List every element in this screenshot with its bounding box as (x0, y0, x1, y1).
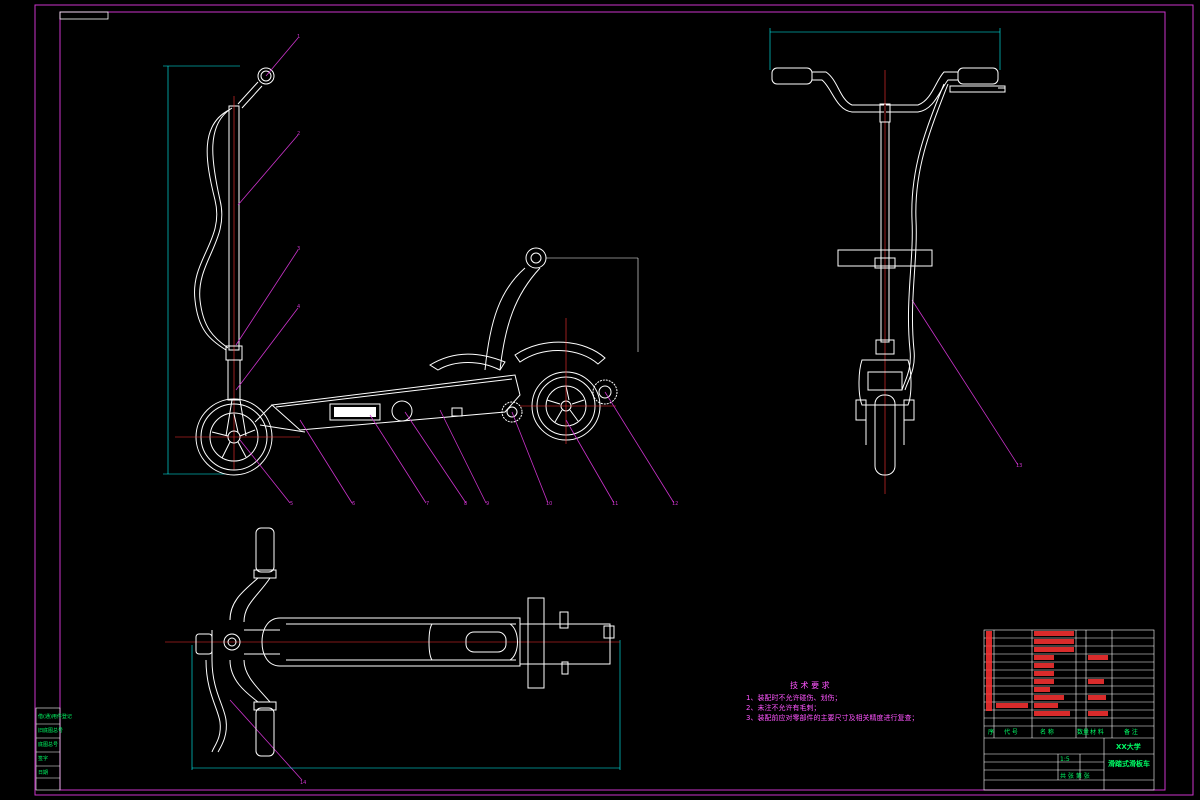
outer-frame (34, 4, 1194, 796)
balloon-11: 11 (612, 501, 618, 507)
balloon-13: 13 (1016, 463, 1022, 469)
balloon-12: 12 (672, 501, 678, 507)
balloon-10: 10 (546, 501, 552, 507)
title-block-red-fill (986, 631, 1108, 716)
balloon-2: 2 (297, 131, 300, 137)
scooter-top-view-icon (165, 527, 621, 770)
balloon-5: 5 (290, 501, 293, 507)
header-seq: 序 (988, 728, 994, 736)
tech-note-2: 2、未注不允许有毛刺； (746, 703, 820, 712)
tech-note-3: 3、装配前应对零部件的主要尺寸及相关精度进行复查； (746, 713, 918, 722)
header-qty: 数量 (1077, 728, 1089, 736)
balloon-7: 7 (426, 501, 429, 507)
leader-lines (229, 37, 1019, 781)
sheet-label: 共 张 第 张 (1060, 772, 1090, 780)
scooter-side-view-icon (163, 65, 639, 476)
drawing-title: 滑踏式滑板车 (1108, 759, 1150, 768)
side-label-2: 旧底图总号 (38, 727, 63, 734)
side-registration-strip (35, 707, 61, 791)
balloon-labels: 1 2 3 4 5 6 7 8 9 10 11 12 13 14 (290, 34, 1022, 786)
side-label-4: 签字 (38, 755, 48, 762)
balloon-6: 6 (352, 501, 355, 507)
balloon-14: 14 (300, 780, 306, 786)
side-label-5: 日期 (38, 770, 48, 776)
balloon-3: 3 (297, 246, 300, 252)
scale-label: 1:5 (1060, 756, 1070, 763)
header-remarks: 备 注 (1124, 728, 1138, 736)
title-block (983, 629, 1155, 791)
balloon-9: 9 (486, 501, 489, 507)
header-name: 名 称 (1040, 728, 1054, 736)
side-label-1: 借(通)用件登记 (38, 713, 72, 720)
header-code: 代 号 (1004, 728, 1018, 736)
scooter-front-view-icon (769, 28, 1006, 494)
tech-notes-title: 技 术 要 求 (790, 680, 830, 690)
header-material: 材 料 (1090, 728, 1104, 736)
tech-note-1: 1、装配时不允许碰伤、划伤； (746, 693, 841, 702)
inner-frame (59, 11, 1166, 791)
side-label-3: 底图总号 (38, 741, 58, 748)
corner-code-box (59, 11, 109, 20)
school-name: XX大学 (1116, 742, 1141, 751)
technical-notes: 技 术 要 求 1、装配时不允许碰伤、划伤； 2、未注不允许有毛刺； 3、装配前… (746, 680, 918, 722)
balloon-1: 1 (297, 34, 300, 40)
balloon-8: 8 (464, 501, 467, 507)
balloon-4: 4 (297, 304, 300, 310)
